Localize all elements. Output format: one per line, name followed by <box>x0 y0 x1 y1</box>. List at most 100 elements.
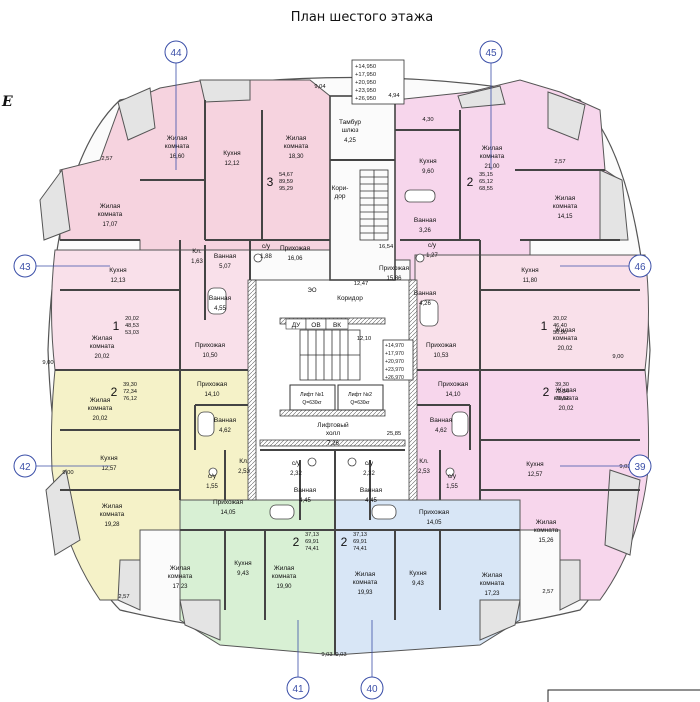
room-name: Кухня <box>409 570 427 577</box>
room-area: 17,23 <box>172 584 188 590</box>
apartment-room-count: 1 <box>113 319 120 333</box>
room-name: дор <box>334 193 345 200</box>
room-name: Ванная <box>209 295 232 302</box>
area-value: 9,04 <box>314 84 326 90</box>
apartment-area: 76,12 <box>555 396 569 402</box>
room-name: комната <box>165 143 190 150</box>
room-area: 19,28 <box>104 522 120 528</box>
apartment-area: 53,03 <box>125 330 139 336</box>
svg-text:+23,950: +23,950 <box>355 88 376 94</box>
room-area: 14,10 <box>445 392 461 398</box>
room-area: 20,02 <box>557 346 573 352</box>
room-area: 11,80 <box>523 278 538 284</box>
room-name: комната <box>100 511 125 518</box>
apartment-marker-circle <box>628 454 652 478</box>
room-area: 1,55 <box>446 484 458 490</box>
bathtubs <box>197 189 469 520</box>
frame-corner <box>547 689 700 702</box>
apartment-room-count: 2 <box>111 385 118 399</box>
room-name: Прихожая <box>280 245 311 252</box>
apartment-room-count: 1 <box>541 319 548 333</box>
room-name: Жилая <box>556 387 577 394</box>
room-name: Прихожая <box>379 265 410 272</box>
interior-walls <box>55 95 645 655</box>
apartment-area: 39,30 <box>123 382 137 388</box>
apartment-area: 95,29 <box>279 186 293 192</box>
apartment-area: 69,91 <box>353 539 367 545</box>
room-name: шлюз <box>342 127 359 134</box>
room-area: 1,88 <box>260 254 272 260</box>
room-area: 19,90 <box>276 584 292 590</box>
apartment-area: 68,55 <box>479 186 493 192</box>
apartment-marker-number: 42 <box>19 462 31 473</box>
edge-label: E <box>1 94 13 110</box>
room-area: 21,00 <box>484 164 500 170</box>
room-name: комната <box>553 335 578 342</box>
lift-1-capacity: Q=630кг <box>302 400 321 406</box>
apartment-area: 46,40 <box>553 323 567 329</box>
room-area: 14,05 <box>426 520 442 526</box>
room-name: Жилая <box>536 519 557 526</box>
room-name: с/у <box>365 460 374 467</box>
room-name: Ванная <box>294 487 317 494</box>
svg-text:+20,950: +20,950 <box>355 80 376 86</box>
room-area: 12,57 <box>101 466 117 472</box>
room-area: 4,26 <box>419 301 431 307</box>
svg-text:+26,970: +26,970 <box>385 375 404 381</box>
area-value: 2,57 <box>101 156 112 162</box>
page-title: План шестого этажа <box>291 10 434 25</box>
apartment-area: 89,59 <box>279 179 293 185</box>
apartment-marker-number: 45 <box>485 48 497 59</box>
core-stair <box>299 329 361 381</box>
apartment-room-count: 2 <box>543 385 550 399</box>
apartment-marker-circle <box>164 40 188 64</box>
room-name: Прихожая <box>197 381 228 388</box>
area-value: 4,94 <box>388 93 400 99</box>
room-name: холл <box>326 430 340 437</box>
room-name: Прихожая <box>419 509 450 516</box>
apartment-area: 76,12 <box>123 396 137 402</box>
area-value: 9,03 <box>619 464 630 470</box>
area-value: 9,00 <box>42 360 53 366</box>
lift-1-label: Лифт №1 <box>300 392 324 398</box>
apartment-marker-number: 44 <box>170 48 182 59</box>
room-name: Жилая <box>102 503 123 510</box>
vk-label: ВК <box>333 322 341 329</box>
elevation-box-core: +14,970 +17,970 +20,970 +23,970 +26,970 <box>382 339 414 381</box>
room-name: Ванная <box>430 417 453 424</box>
room-area: 4,45 <box>365 498 377 504</box>
room-name: Кл. <box>239 458 249 465</box>
room-name: Жилая <box>170 565 191 572</box>
room-name: Жилая <box>92 335 113 342</box>
area-value: 16,54 <box>379 244 394 250</box>
room-name: Жилая <box>482 145 503 152</box>
room-name: Жилая <box>100 203 121 210</box>
stair-lift-core <box>249 279 416 501</box>
apartment-area: 37,13 <box>305 532 319 538</box>
area-value: 4,30 <box>422 117 433 123</box>
room-name: Кухня <box>521 267 539 274</box>
room-name: с/у <box>208 473 217 480</box>
room-name: комната <box>353 579 378 586</box>
apartment-room-count: 2 <box>467 175 474 189</box>
apartment-area: 65,12 <box>479 179 493 185</box>
svg-text:+14,950: +14,950 <box>355 64 376 70</box>
room-name: комната <box>272 573 297 580</box>
room-name: Кухня <box>526 461 544 468</box>
room-name: комната <box>553 203 578 210</box>
apartment-room-count: 2 <box>341 535 348 549</box>
room-area: 2,53 <box>418 469 430 475</box>
room-name: комната <box>284 143 309 150</box>
area-value: 9,00 <box>62 470 73 476</box>
room-area: 16,60 <box>169 154 185 160</box>
room-area: 19,93 <box>357 590 373 596</box>
room-name: Жилая <box>482 572 503 579</box>
apartment-area: 20,02 <box>125 316 139 322</box>
lift-1-shaft <box>289 384 336 411</box>
eo-label: ЭО <box>308 288 317 294</box>
apartment-area: 72,34 <box>555 389 569 395</box>
area-value: 12,47 <box>354 281 369 287</box>
room-area: 10,53 <box>433 353 449 359</box>
